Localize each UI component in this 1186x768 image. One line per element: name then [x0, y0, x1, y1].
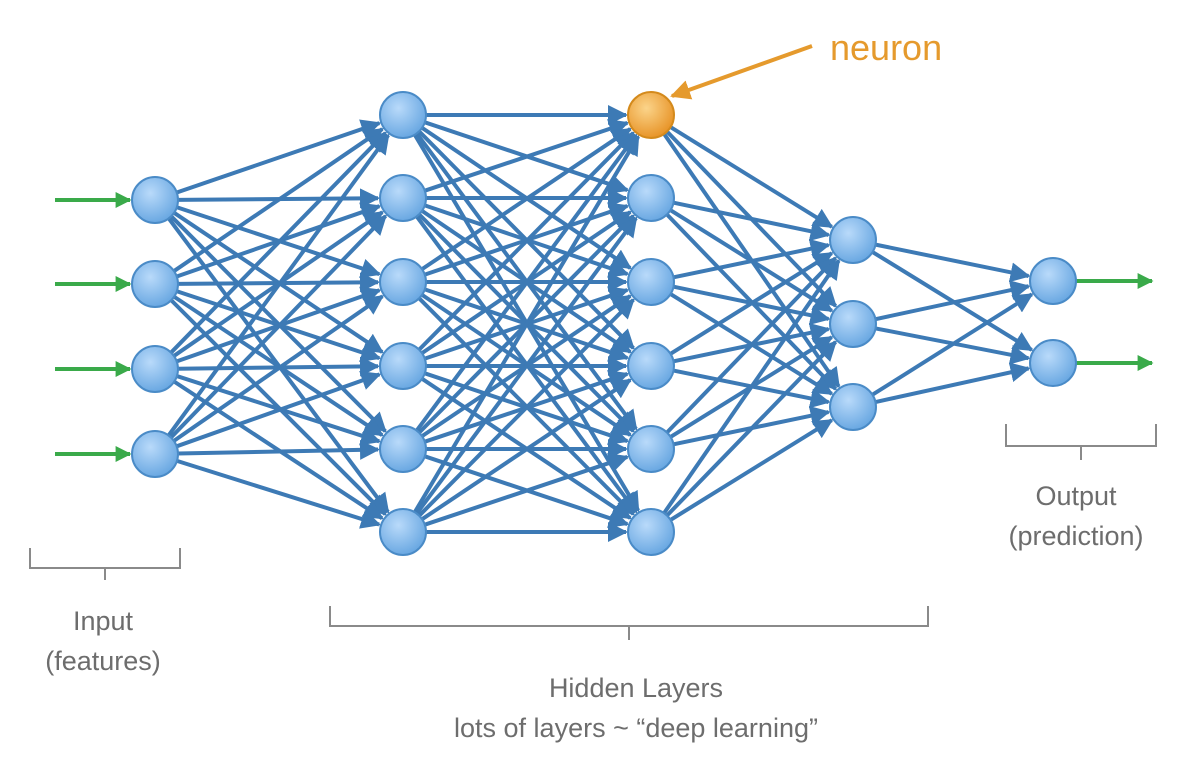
edge: [413, 134, 640, 514]
neuron-nodes: [131, 91, 1077, 556]
callout-label: neuron: [830, 27, 942, 68]
neuron: [379, 258, 427, 306]
hidden-bracket: [329, 606, 929, 640]
input-bracket: [29, 548, 181, 580]
edge: [176, 458, 382, 529]
neuron: [379, 425, 427, 473]
edge: [665, 340, 838, 517]
edge: [875, 280, 1031, 322]
neuron: [829, 383, 877, 431]
edge: [177, 439, 381, 460]
neuron: [627, 342, 675, 390]
output-label: Output: [1035, 481, 1117, 511]
edge: [166, 133, 390, 437]
io-arrows: [55, 192, 1154, 462]
edge: [875, 242, 1031, 283]
edge: [669, 418, 834, 522]
edge: [424, 453, 630, 527]
neuron: [379, 91, 427, 139]
edge: [421, 378, 632, 521]
neuron: [627, 425, 675, 473]
neuron: [379, 342, 427, 390]
edge: [172, 294, 385, 443]
input-label: Input: [73, 606, 134, 636]
neuron: [131, 260, 179, 308]
edge: [424, 119, 630, 193]
edge: [417, 298, 635, 518]
edge: [662, 258, 841, 515]
neuron: [627, 508, 675, 556]
edge: [673, 200, 831, 242]
edge: [420, 127, 632, 271]
edge: [169, 131, 387, 354]
input-sublabel: (features): [45, 646, 161, 676]
neuron: [379, 174, 427, 222]
edge: [172, 127, 384, 273]
neuron: [131, 176, 179, 224]
edge: [176, 119, 382, 195]
neuron: [627, 258, 675, 306]
neuron: [379, 508, 427, 556]
edge: [669, 125, 834, 229]
output-sublabel: (prediction): [1008, 521, 1143, 551]
neuron: [1029, 339, 1077, 387]
edge: [871, 292, 1034, 397]
callout-arrow: [670, 44, 813, 100]
neuron: [131, 430, 179, 478]
neuron: [131, 345, 179, 393]
edge: [875, 362, 1031, 405]
edge: [673, 238, 831, 280]
edge: [669, 251, 834, 356]
neuron: [627, 174, 675, 222]
edge: [415, 216, 638, 515]
edge: [415, 133, 638, 432]
connection-edges: [166, 105, 1034, 542]
highlighted-neuron: [627, 91, 675, 139]
output-bracket: [1005, 424, 1157, 460]
neuron: [829, 216, 877, 264]
edge: [176, 370, 382, 449]
neuron: [829, 300, 877, 348]
edge: [169, 214, 388, 439]
neuron: [1029, 257, 1077, 305]
hidden-layers-label: Hidden Layers: [549, 673, 723, 703]
edge: [417, 131, 635, 352]
edge: [665, 256, 838, 434]
hidden-layers-sublabel: lots of layers ~ “deep learning”: [454, 713, 818, 743]
